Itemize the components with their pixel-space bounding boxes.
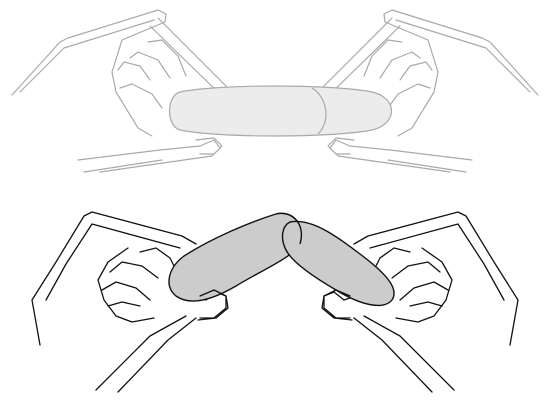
panel-bent	[32, 212, 518, 392]
panel-straight	[12, 10, 538, 172]
straight-object	[170, 86, 392, 136]
right-hand-dark	[322, 212, 518, 392]
left-hand-dark	[32, 212, 228, 392]
bent-object-left-arm	[169, 213, 301, 301]
straight-object-body	[170, 86, 392, 136]
